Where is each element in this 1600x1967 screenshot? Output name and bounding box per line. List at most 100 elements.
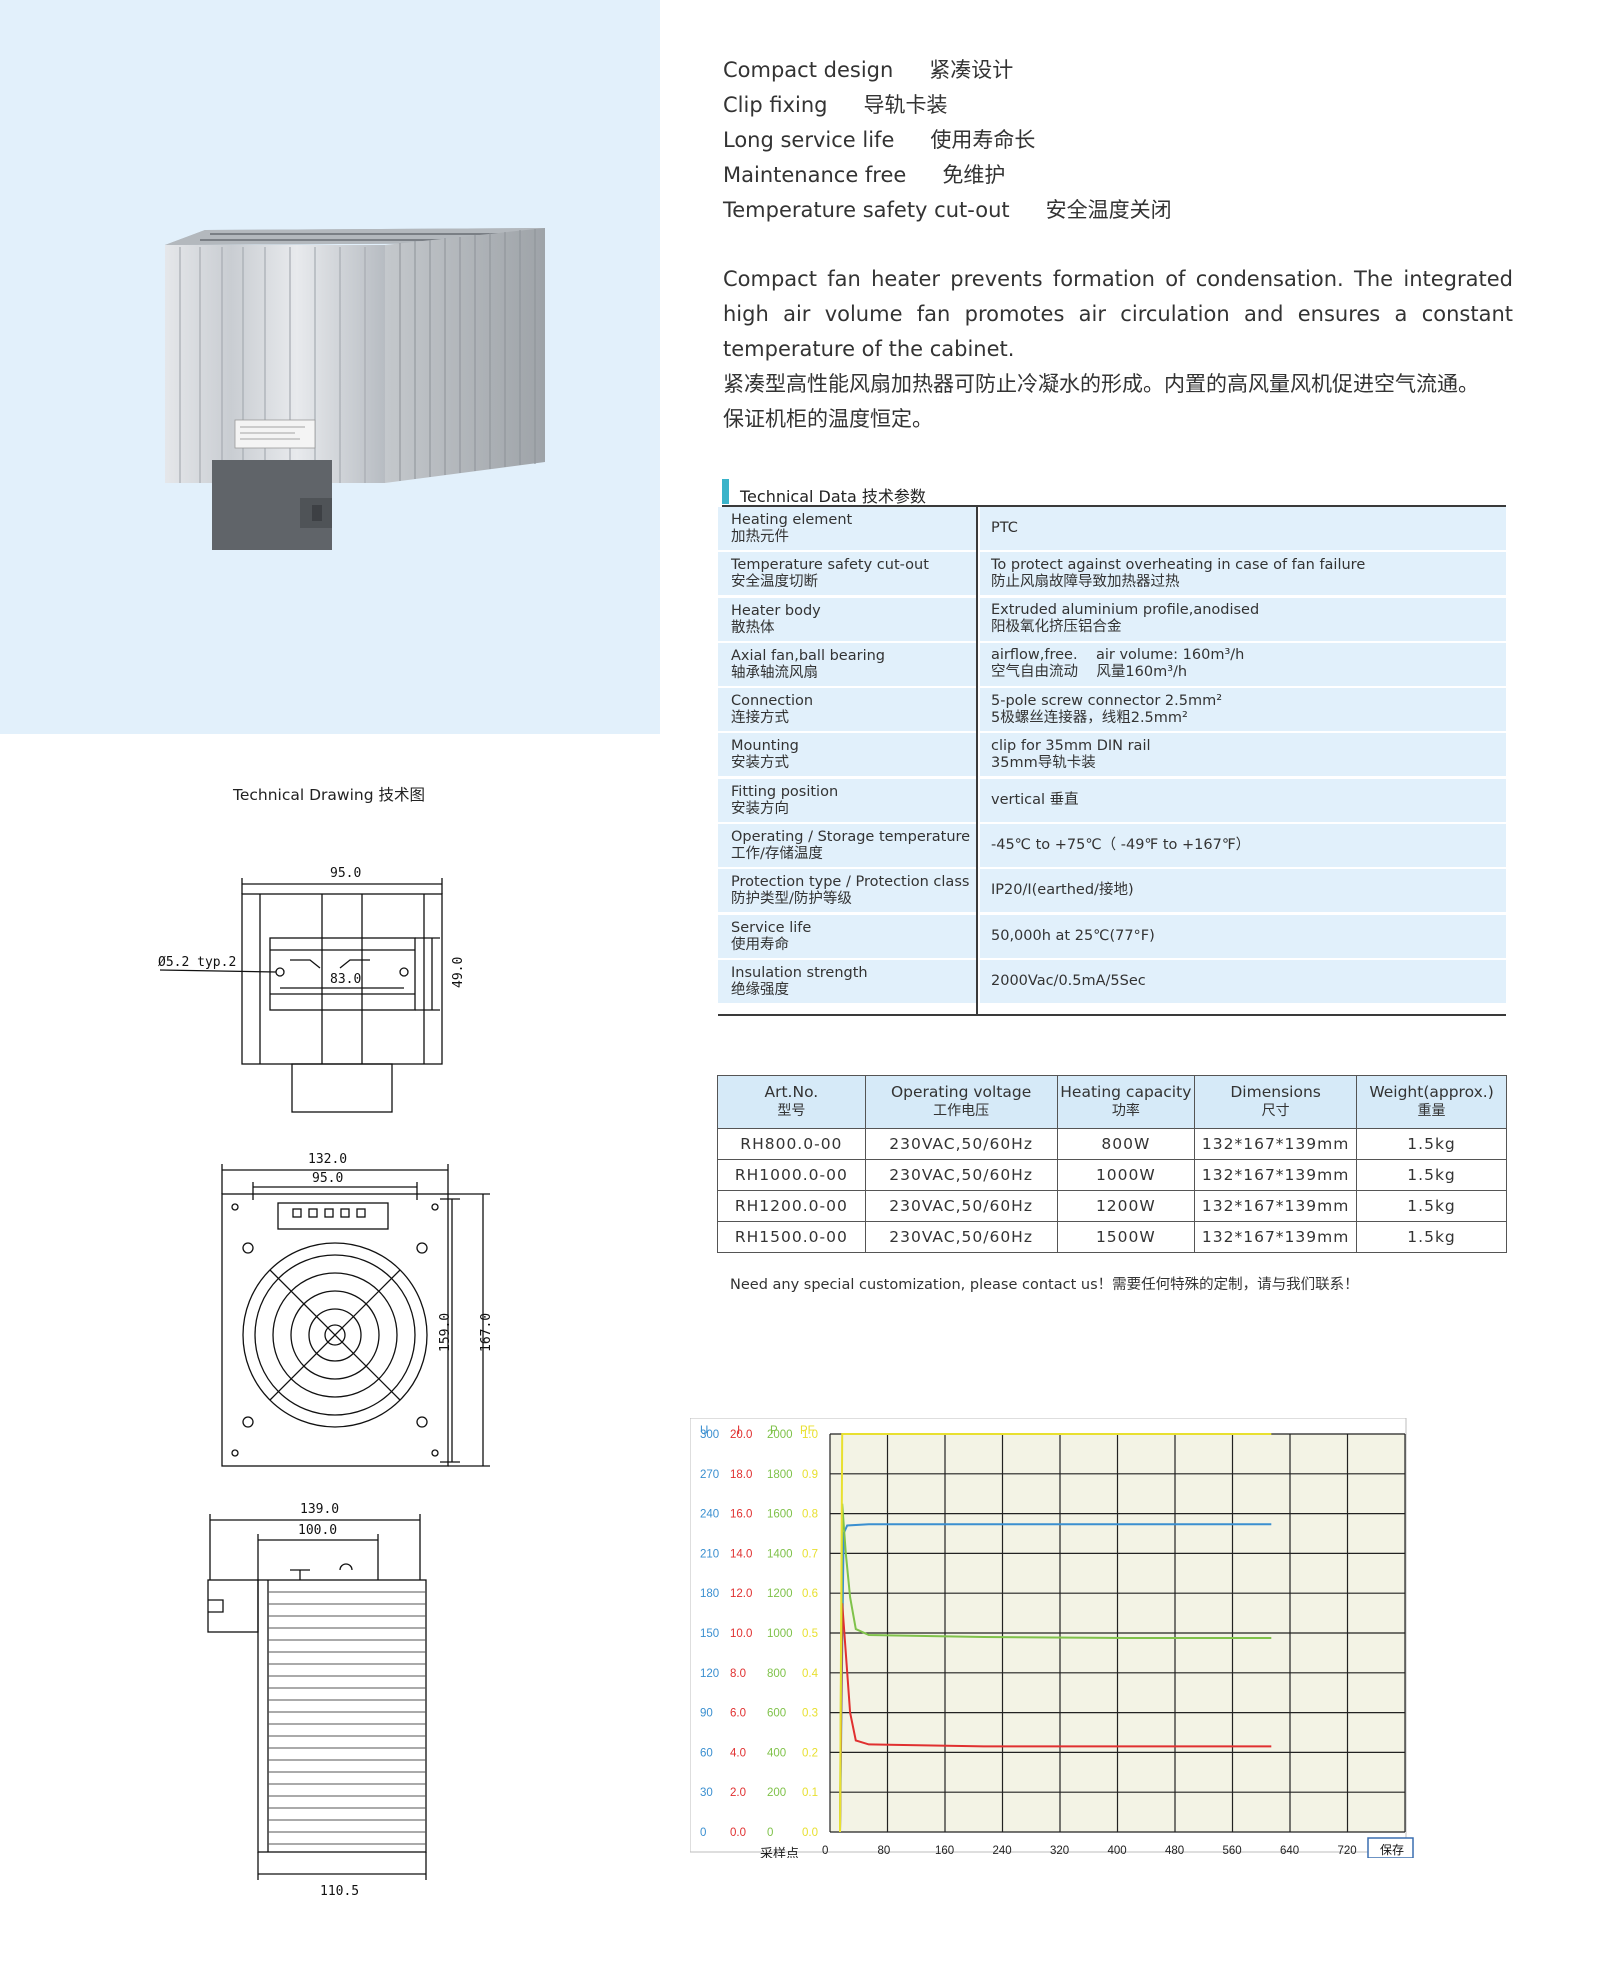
product-photo-panel [0, 0, 660, 734]
value-line-1: airflow,free. air volume: 160m³/h [991, 647, 1245, 664]
header-cn: 重量 [1417, 1103, 1446, 1119]
cell-art-no: RH1200.0-00 [717, 1190, 866, 1222]
value-line-2: 35mm导轨卡装 [991, 754, 1096, 771]
label-en: Protection type / Protection class [731, 874, 970, 891]
description: Compact fan heater prevents formation of… [723, 262, 1513, 437]
chart-grid [829, 1433, 1406, 1833]
y-tick-p: 2000 [767, 1429, 793, 1441]
y-tick-p: 0 [767, 1827, 773, 1839]
y-tick-i: 18.0 [730, 1469, 752, 1481]
y-tick-p: 1400 [767, 1548, 793, 1560]
header-art-no: Art.No.型号 [717, 1075, 866, 1129]
y-tick-u: 150 [700, 1628, 719, 1640]
y-tick-u: 120 [700, 1668, 719, 1680]
header-weight: Weight(approx.)重量 [1356, 1075, 1507, 1129]
x-tick-label: 400 [1108, 1845, 1127, 1857]
y-axis-labels: 300270240210180150120906030020.018.016.0… [700, 1429, 819, 1839]
label-en: Connection [731, 693, 814, 710]
label-en: Heater body [731, 602, 821, 619]
description-en: Compact fan heater prevents formation of… [723, 267, 1513, 361]
label-cn: 轴承轴流风扇 [731, 664, 818, 681]
value-line-1: -45℃ to +75℃（ -49℉ to +167℉） [991, 837, 1251, 854]
header-en: Operating voltage [890, 1083, 1032, 1101]
value-line-2: 防止风扇故障导致加热器过热 [991, 573, 1180, 590]
feature-cn: 使用寿命长 [930, 128, 1036, 152]
y-tick-p: 1800 [767, 1469, 793, 1481]
row-value: vertical 垂直 [980, 778, 1506, 822]
description-cn-line1: 紧凑型高性能风扇加热器可防止冷凝水的形成。内置的高风量风机促进空气流通。 [723, 372, 1479, 396]
label-en: Insulation strength [731, 964, 868, 981]
value-line-1: PTC [991, 520, 1018, 536]
feature-en: Maintenance free [723, 163, 907, 187]
y-tick-u: 240 [700, 1509, 719, 1521]
value-line-1: Extruded aluminium profile,anodised [991, 602, 1260, 619]
description-cn-line2: 保证机柜的温度恒定。 [723, 407, 933, 431]
dim-hole: Ø5.2 typ.2 [158, 955, 236, 970]
drawing-title: Technical Drawing 技术图 [233, 786, 425, 804]
header-cn: 型号 [777, 1103, 806, 1119]
feature-en: Compact design [723, 58, 894, 82]
label-en: Temperature safety cut-out [731, 557, 929, 574]
label-cn: 绝缘强度 [731, 981, 789, 998]
y-tick-u: 0 [700, 1827, 706, 1839]
table-bottom-rule [718, 1014, 1506, 1016]
feature-en: Clip fixing [723, 93, 828, 117]
dim-side-bottom: 110.5 [320, 1884, 359, 1899]
save-button[interactable]: 保存 [1367, 1837, 1414, 1858]
y-tick-u: 300 [700, 1429, 719, 1441]
chart-frame [690, 1418, 1407, 1853]
x-tick-label: 160 [935, 1845, 954, 1857]
value-line-1: clip for 35mm DIN rail [991, 737, 1151, 754]
y-tick-pf: 0.3 [802, 1708, 818, 1720]
cell-dimensions: 132*167*139mm [1194, 1221, 1358, 1253]
feature-cn: 免维护 [942, 163, 1006, 187]
y-tick-pf: 0.2 [802, 1747, 818, 1759]
cell-weight: 1.5kg [1356, 1159, 1507, 1191]
y-tick-i: 2.0 [730, 1787, 746, 1799]
y-tick-u: 30 [700, 1787, 713, 1799]
table-row: RH800.0-00 230VAC,50/60Hz 800W 132*167*1… [717, 1128, 1507, 1160]
table-row: RH1500.0-00 230VAC,50/60Hz 1500W 132*167… [717, 1221, 1507, 1253]
value-line-2: 5极螺丝连接器，线粗2.5mm² [991, 709, 1188, 726]
table-row: RH1000.0-00 230VAC,50/60Hz 1000W 132*167… [717, 1159, 1507, 1191]
label-cn: 安装方向 [731, 800, 789, 817]
dim-front-inner-h: 159.0 [438, 1313, 453, 1352]
label-cn: 散热体 [731, 619, 775, 636]
row-value: 50,000h at 25℃(77°F) [980, 914, 1506, 958]
x-tick-label: 0 [822, 1845, 828, 1857]
cell-art-no: RH1500.0-00 [717, 1221, 866, 1253]
model-table: Art.No.型号 Operating voltage 工作电压 Heating … [717, 1075, 1507, 1253]
y-tick-i: 10.0 [730, 1628, 752, 1640]
label-cn: 防护类型/防护等级 [731, 891, 852, 908]
y-tick-p: 400 [767, 1747, 786, 1759]
value-line-1: vertical 垂直 [991, 791, 1079, 808]
axis-header-i: I [737, 1425, 740, 1437]
table-row: RH1200.0-00 230VAC,50/60Hz 1200W 132*167… [717, 1190, 1507, 1222]
feature-cn: 导轨卡装 [863, 93, 948, 117]
x-tick-label: 720 [1338, 1845, 1357, 1857]
x-tick-label: 480 [1165, 1845, 1184, 1857]
header-en: Heating capacity [1060, 1083, 1192, 1101]
cell-capacity: 1200W [1056, 1190, 1196, 1222]
cell-dimensions: 132*167*139mm [1194, 1190, 1358, 1222]
row-value: PTC [980, 507, 1506, 550]
y-tick-p: 1200 [767, 1588, 793, 1600]
header-cn: 工作电压 [933, 1103, 990, 1119]
